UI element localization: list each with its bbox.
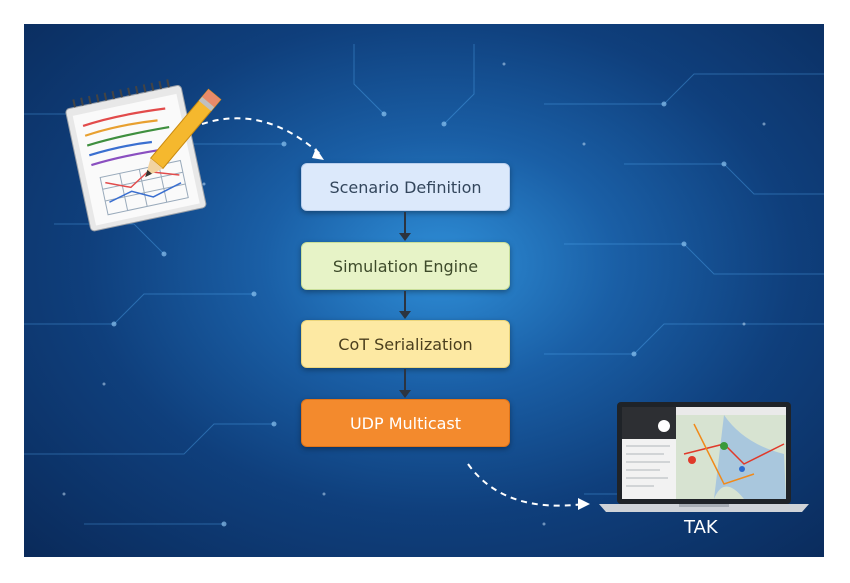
flow-arrow xyxy=(399,291,411,319)
notepad-connector xyxy=(201,117,321,155)
circuit-background xyxy=(24,44,824,527)
step-cot-serialization: CoT Serialization xyxy=(301,320,510,368)
tak-label: TAK xyxy=(684,517,718,538)
step-simulation-engine: Simulation Engine xyxy=(301,242,510,290)
step-label: UDP Multicast xyxy=(349,413,462,433)
notepad-connector-arrowhead xyxy=(312,148,324,160)
tak-connector xyxy=(467,463,585,507)
flow-arrow xyxy=(399,212,411,241)
step-scenario-definition: Scenario Definition xyxy=(301,163,510,211)
laptop-map-icon xyxy=(599,402,809,512)
notepad-with-pencil-icon xyxy=(65,79,222,232)
step-label: Scenario Definition xyxy=(329,177,482,197)
step-udp-multicast: UDP Multicast xyxy=(301,399,510,447)
diagram-canvas: Scenario Definition Simulation Engine Co… xyxy=(24,24,824,557)
tak-connector-arrowhead xyxy=(578,498,590,510)
flow-arrow xyxy=(399,369,411,398)
step-label: CoT Serialization xyxy=(338,334,473,354)
step-label: Simulation Engine xyxy=(332,256,479,276)
